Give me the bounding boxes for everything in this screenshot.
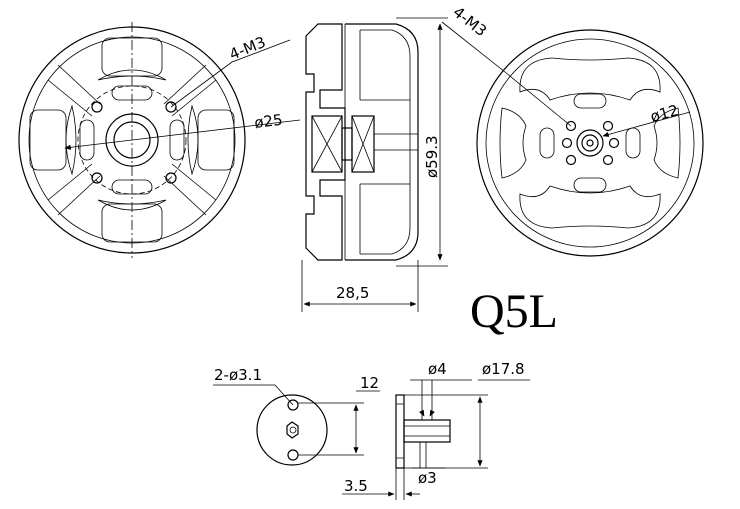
side-view [301,17,448,312]
adapter-side-view [342,379,530,500]
adapter-small-diameter-label: ø4 [428,360,447,378]
front-holes-label: 4-M3 [227,33,268,64]
front-diameter-label: ø25 [253,111,283,132]
rear-diameter-label: ø12 [648,101,680,126]
rear-view [441,21,704,257]
body-length-label: 28,5 [336,284,369,302]
adapter-large-diameter-label: ø17.8 [482,360,525,378]
mount-holes-label: 2-ø3.1 [214,366,262,384]
model-title: Q5L [470,285,558,338]
adapter-thickness-label: 3.5 [344,477,368,495]
adapter-shaft-diameter-label: ø3 [418,469,437,487]
rear-holes-label: 4-M3 [450,3,491,40]
front-view [18,22,301,258]
mount-spacing-label: 12 [360,374,379,392]
body-diameter-label: ø59.3 [423,135,441,178]
mount-disc-view [213,384,380,466]
